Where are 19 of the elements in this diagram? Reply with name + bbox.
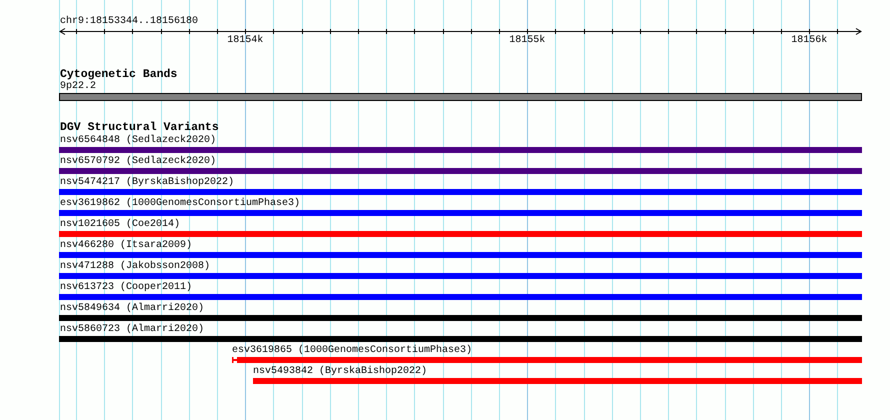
feature-label: 9p22.2	[60, 81, 96, 93]
feature-label: nsv613723 (Cooper2011)	[60, 282, 192, 294]
feature-label: nsv6564848 (Sedlazeck2020)	[60, 135, 216, 147]
track-heading: DGV Structural Variants	[60, 121, 219, 134]
feature-label: nsv5849634 (Almarri2020)	[60, 303, 204, 315]
tick-label: 18155k	[509, 35, 546, 47]
feature-label: nsv6570792 (Sedlazeck2020)	[60, 156, 216, 168]
track-heading: Cytogenetic Bands	[60, 68, 178, 81]
feature-label: esv3619865 (1000GenomesConsortiumPhase3)	[232, 345, 472, 357]
feature-label: nsv5493842 (ByrskaBishop2022)	[253, 366, 428, 378]
feature-label: nsv5474217 (ByrskaBishop2022)	[60, 177, 234, 189]
feature-label: nsv466280 (Itsara2009)	[60, 240, 192, 252]
feature-label: nsv5860723 (Almarri2020)	[60, 324, 204, 336]
feature-label: nsv1021605 (Coe2014)	[60, 219, 180, 231]
tick-label: 18154k	[227, 35, 264, 47]
feature-label: esv3619862 (1000GenomesConsortiumPhase3)	[60, 198, 300, 210]
location-label: chr9:18153344..18156180	[60, 16, 198, 28]
feature-label: nsv471288 (Jakobsson2008)	[60, 261, 210, 273]
tick-label: 18156k	[791, 35, 828, 47]
